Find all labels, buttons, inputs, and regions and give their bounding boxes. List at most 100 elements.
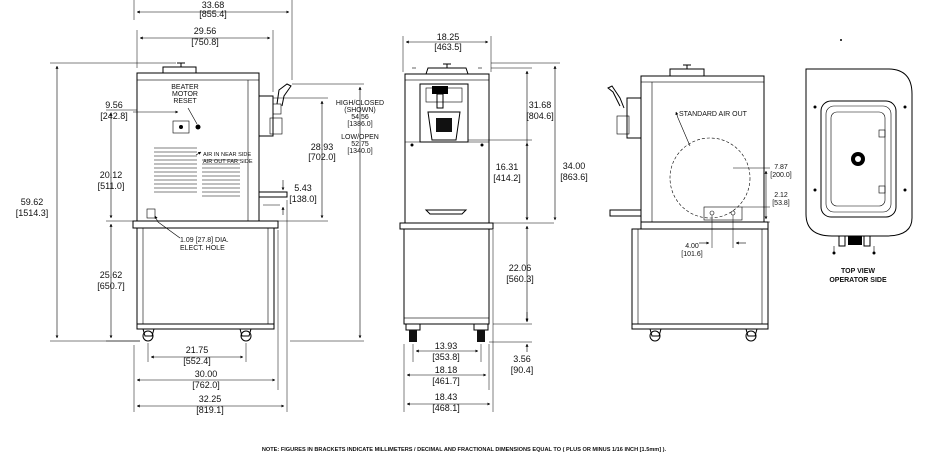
rear-dimension-labels: STANDARD AIR OUT 7.87 [200.0] 2.12 [53.8… (679, 111, 792, 258)
rear-view (607, 64, 769, 342)
dim-leg-height-in: 22.06 (509, 263, 532, 273)
rear-cabinet (640, 75, 765, 223)
dim-front-width-in: 18.25 (437, 32, 460, 42)
label-beater-3: RESET (173, 98, 197, 105)
label-beater-1: BEATER (171, 84, 199, 91)
side-motor-reset-icon (195, 124, 201, 130)
dim-cabinet-height-in: 20.12 (100, 170, 123, 180)
dim-stand-width-mm: [461.7] (432, 376, 460, 386)
label-low-open: LOW/OPEN (341, 134, 379, 141)
front-dimension-labels: 18.25 [463.5] 31.68 [804.6] 34.00 [863.6… (432, 32, 588, 413)
label-air-out: AIR OUT FAR SIDE (203, 159, 253, 165)
label-standard-air-out: STANDARD AIR OUT (679, 111, 748, 118)
dim-stand-width-in: 18.18 (435, 365, 458, 375)
front-draw-handle (432, 86, 448, 94)
rear-freezer-door (626, 97, 642, 139)
label-high-in: 54.56 (351, 114, 369, 121)
dim-base-depth-in: 32.25 (199, 394, 222, 404)
label-air-in: AIR IN NEAR SIDE (203, 152, 251, 158)
dim-front-width-mm: [463.5] (434, 42, 462, 52)
rear-dimensions (699, 167, 770, 248)
top-draw-valve (848, 236, 862, 245)
dim-leg-height-mm: [560.3] (506, 274, 534, 284)
dim-overall-height-mm: [1514.3] (16, 208, 49, 218)
label-low-in: 52.75 (351, 141, 369, 148)
side-cabinet (136, 72, 260, 222)
dim-cabinet-depth-in: 29.56 (194, 26, 217, 36)
dim-stand-height-mm: [650.7] (97, 281, 125, 291)
dim-air-low-mm: [53.8] (772, 200, 790, 207)
dim-air-width-in: 4.00 (685, 243, 699, 250)
front-cabinet (404, 73, 490, 224)
dim-stand-depth-mm: [762.0] (192, 380, 220, 390)
label-low-mm: [1340.0] (347, 148, 372, 155)
dim-air-low-in: 2.12 (774, 192, 788, 199)
label-operator-side: OPERATOR SIDE (829, 277, 887, 284)
dim-stand-depth-in: 30.00 (195, 369, 218, 379)
front-drip-tray (424, 209, 468, 215)
rear-draw-handle (607, 85, 625, 109)
rear-stand-top (640, 221, 769, 230)
side-stand-top (132, 220, 279, 229)
rear-caster-right (745, 330, 757, 342)
side-dimensions (50, 0, 364, 412)
side-reset-button (179, 125, 183, 129)
dim-outlet-height-in: 5.43 (294, 183, 312, 193)
rear-drip-tray (609, 209, 642, 217)
dim-head-height-in: 31.68 (529, 100, 552, 110)
dim-wheel-track-mm: [353.8] (432, 352, 460, 362)
dim-stand-height-in: 25.62 (100, 270, 123, 280)
dim-leg-clear-in: 3.56 (513, 354, 531, 364)
top-hopper-outer (820, 100, 897, 218)
dim-air-height-mm: [200.0] (770, 172, 791, 179)
front-caster-right (477, 330, 485, 342)
rear-hopper-lid (669, 68, 705, 76)
side-cabinet-top (136, 72, 260, 81)
dim-side-to-freezer-in: 28.93 (311, 142, 334, 152)
side-hopper-lid (162, 66, 197, 73)
dim-head-height-mm: [804.6] (526, 111, 554, 121)
side-caster-left (142, 330, 154, 342)
dim-overall-depth-in: 33.68 (202, 0, 225, 10)
side-vent-louvres (154, 147, 240, 197)
dim-air-width-mm: [101.6] (681, 251, 702, 258)
front-stand-top (399, 222, 494, 230)
dim-unit-height-mm: [863.6] (560, 172, 588, 182)
dim-cabinet-depth-mm: [750.8] (191, 37, 219, 47)
rear-elect-plate (703, 206, 743, 221)
front-spout (436, 118, 452, 132)
rear-caster-left (649, 330, 661, 342)
label-top-view: TOP VIEW (841, 268, 875, 275)
label-shown: (SHOWN) (344, 107, 376, 114)
top-view: TOP VIEW OPERATOR SIDE (805, 39, 913, 284)
dim-side-to-freezer-mm: [702.0] (308, 152, 336, 162)
front-view (399, 63, 494, 342)
dim-reset-offset-mm: [242.8] (100, 111, 128, 121)
side-dimension-labels: 33.68 [855.4] 29.56 [750.8] 59.62 [1514.… (16, 0, 384, 415)
side-reset-panel (172, 120, 190, 134)
dim-cabinet-height-mm: [511.0] (98, 181, 125, 191)
dim-outlet-height-mm: [138.0] (289, 194, 317, 204)
dim-base-width-mm: [468.1] (432, 403, 460, 413)
dim-overall-height-in: 59.62 (21, 197, 44, 207)
side-drip-tray (258, 191, 288, 198)
dim-overall-depth-mm: [855.4] (199, 9, 227, 19)
label-hole-dia: 1.09 [27.8] DIA. (180, 237, 229, 244)
dim-air-height-in: 7.87 (774, 164, 788, 171)
front-dimensions (402, 36, 560, 412)
top-view-outline (805, 68, 913, 237)
dim-leg-clear-mm: [90.4] (511, 365, 534, 375)
label-elect-hole: ELECT. HOLE (180, 245, 225, 252)
side-view (132, 62, 292, 342)
dim-spout-height-in: 16.31 (496, 162, 519, 172)
dim-caster-span-in: 21.75 (186, 345, 209, 355)
front-caster-left (409, 330, 417, 342)
dim-base-width-in: 18.43 (435, 392, 458, 402)
dim-caster-span-mm: [552.4] (183, 356, 211, 366)
dim-unit-height-in: 34.00 (563, 161, 586, 171)
footnote: NOTE: FIGURES IN BRACKETS INDICATE MILLI… (262, 447, 667, 453)
side-draw-handle (276, 83, 292, 107)
dim-spout-height-mm: [414.2] (493, 173, 521, 183)
front-hopper-lid (425, 67, 469, 75)
